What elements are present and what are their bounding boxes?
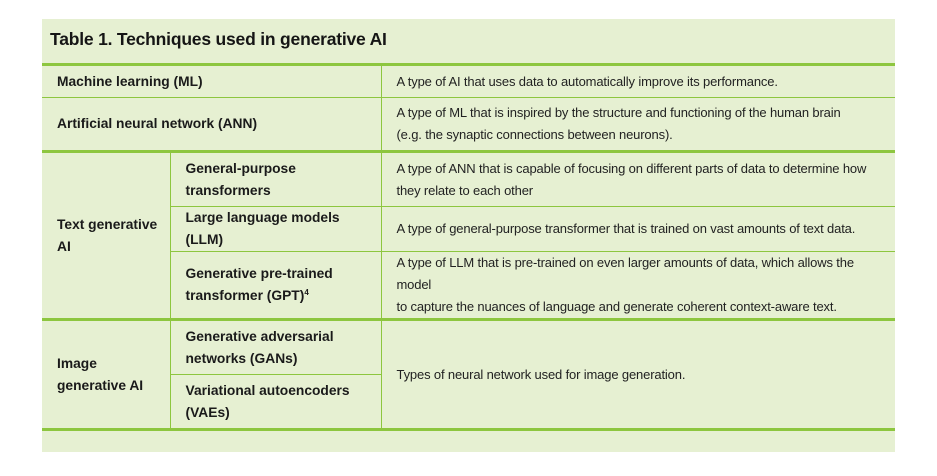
term-gan-line2: networks (GANs) xyxy=(185,350,298,366)
table-row-vae: Variational autoencoders (VAEs) xyxy=(42,374,895,431)
table-row-general-transformers: Text generative AI General-purpose trans… xyxy=(42,150,895,321)
term-general-transformers-line2: transformers xyxy=(185,182,271,198)
group-text-ai-line1: Text generative xyxy=(57,216,158,232)
desc-general-transformers-line2: they relate to each other xyxy=(396,182,534,198)
term-general-transformers-line1: General-purpose xyxy=(185,160,296,176)
term-gpt-line1: Generative pre-trained xyxy=(185,266,333,281)
desc-general-transformers-line1: A type of ANN that is capable of focusin… xyxy=(396,160,867,176)
desc-gpt-line1: A type of LLM that is pre-trained on eve… xyxy=(396,255,855,292)
desc-general-transformers: A type of ANN that is capable of focusin… xyxy=(381,150,895,207)
desc-ml: A type of AI that uses data to automatic… xyxy=(381,63,895,98)
term-ml: Machine learning (ML) xyxy=(42,63,382,98)
group-text-ai-line2: AI xyxy=(57,238,71,254)
term-gpt: Generative pre-trained transformer (GPT)… xyxy=(170,251,382,321)
desc-ann-line1: A type of ML that is inspired by the str… xyxy=(396,105,841,120)
desc-ann-line2: (e.g. the synaptic connections between n… xyxy=(396,127,673,142)
group-image-ai-line2: generative AI xyxy=(57,377,144,393)
term-gan-line1: Generative adversarial xyxy=(185,328,334,344)
term-vae: Variational autoencoders (VAEs) xyxy=(170,374,382,431)
table-panel: Table 1. Techniques used in generative A… xyxy=(42,19,895,452)
table-row-ann: Artificial neural network (ANN) A type o… xyxy=(42,97,895,152)
table-row-llm: Large language models (LLM) A type of ge… xyxy=(42,206,895,252)
term-gpt-line2: transformer (GPT)4 xyxy=(186,285,371,307)
desc-gpt-line2: to capture the nuances of language and g… xyxy=(396,299,837,314)
table-row-gan: Image generative AI Generative adversari… xyxy=(42,319,895,431)
term-vae-line1: Variational autoencoders xyxy=(185,382,350,398)
desc-gpt: A type of LLM that is pre-trained on eve… xyxy=(381,251,895,321)
group-image-ai-line1: Image xyxy=(57,355,97,371)
desc-image-ai: Types of neural network used for image g… xyxy=(381,319,895,431)
table-title: Table 1. Techniques used in generative A… xyxy=(50,29,387,49)
term-gpt-line2-text: transformer (GPT) xyxy=(185,288,305,303)
group-image-ai: Image generative AI xyxy=(42,319,171,431)
term-vae-line2: (VAEs) xyxy=(185,404,230,420)
footnote-marker: 4 xyxy=(304,288,309,297)
desc-llm: A type of general-purpose transformer th… xyxy=(381,206,895,252)
techniques-table: Machine learning (ML) A type of AI that … xyxy=(42,63,895,431)
group-text-ai: Text generative AI xyxy=(42,150,171,321)
desc-ann: A type of ML that is inspired by the str… xyxy=(381,97,895,152)
term-ann: Artificial neural network (ANN) xyxy=(42,97,382,152)
term-llm: Large language models (LLM) xyxy=(170,206,382,252)
term-general-transformers: General-purpose transformers xyxy=(170,150,382,207)
term-gan: Generative adversarial networks (GANs) xyxy=(170,319,382,375)
table-row-ml: Machine learning (ML) A type of AI that … xyxy=(42,63,895,98)
table-row-gpt: Generative pre-trained transformer (GPT)… xyxy=(42,251,895,321)
